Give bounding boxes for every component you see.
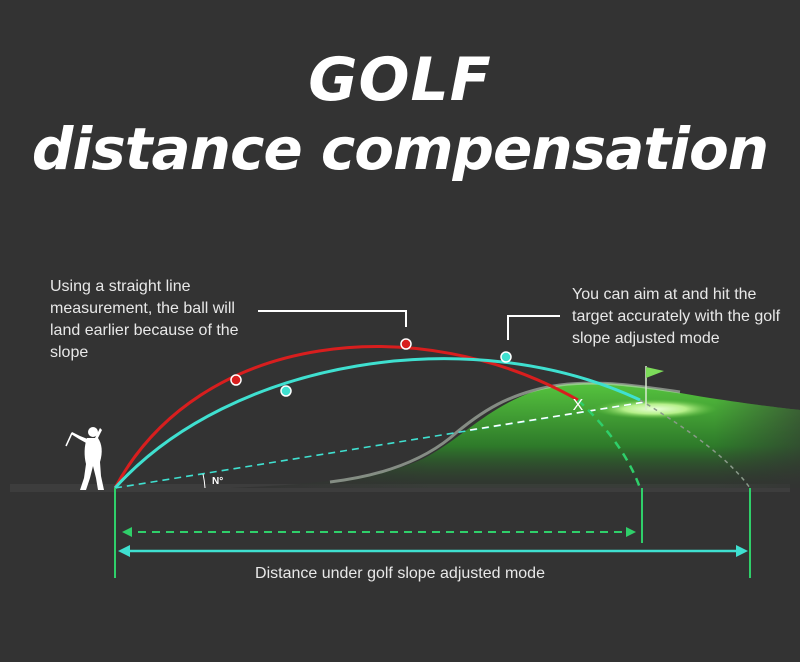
distance-label: Distance under golf slope adjusted mode [255,565,545,582]
adjusted-distance-arrow [118,545,748,557]
adjusted-trajectory [113,357,641,490]
golf-flag-icon [645,366,664,410]
golfer-silhouette-icon [65,427,104,490]
leader-left [258,310,407,327]
hill-fade [230,382,800,488]
adjusted-trajectory-drop [639,399,751,489]
line-of-sight-hill [469,401,646,431]
hill-ridge [329,381,681,484]
annotation-straight-line: Using a straight line measurement, the b… [50,278,239,361]
straight-marker-1 [230,374,242,386]
straight-trajectory [113,345,579,489]
straight-trajectory-drop [577,399,642,489]
miss-marker: X [573,397,584,414]
angle-arc [202,473,206,489]
straight-marker-2 [400,338,412,350]
annotation-slope-adjusted: You can aim at and hit the target accura… [572,286,781,347]
straight-distance-arrow [122,527,636,537]
angle-label: N° [212,476,224,487]
title-distance-compensation: distance compensation [31,115,769,183]
adjusted-marker-2 [500,351,512,363]
title-golf: GOLF [308,45,492,115]
leader-right [507,315,560,340]
adjusted-marker-1 [280,385,292,397]
